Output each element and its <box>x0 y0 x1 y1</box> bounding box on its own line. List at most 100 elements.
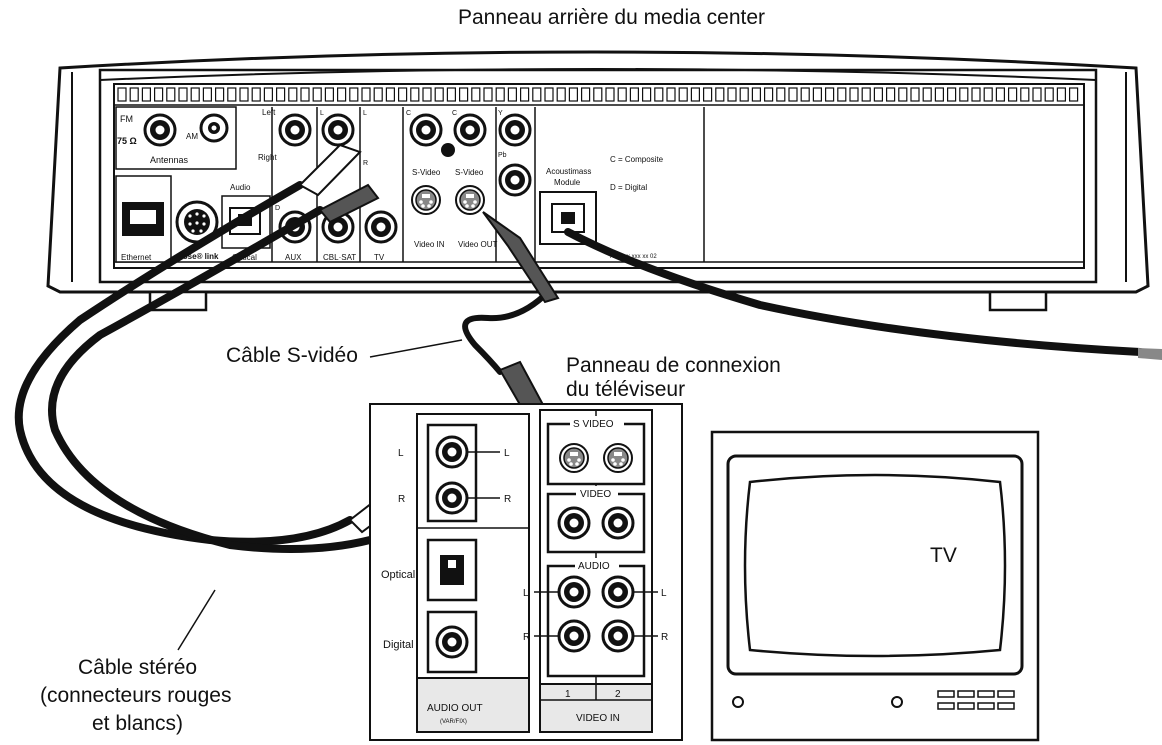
left-label: Left <box>262 108 276 117</box>
acoustimass-cable <box>564 228 1162 360</box>
tv-audio-out-r-label: R <box>504 494 511 505</box>
tv-audio-l-right: L <box>661 588 667 599</box>
vent-slot <box>251 87 261 102</box>
l-label-tv: L <box>363 110 367 117</box>
tv-button-icon <box>957 702 975 710</box>
tv-optical-label: Optical <box>381 569 415 581</box>
tv-button-icon <box>997 690 1015 698</box>
fm-ohm-label: 75 Ω <box>117 136 137 146</box>
d-label: D <box>275 205 280 212</box>
vent-slot <box>276 87 286 102</box>
vent-slot <box>1044 87 1054 102</box>
vent-slot <box>544 87 554 102</box>
tv-panel-title-line1: Panneau de connexion <box>566 354 781 377</box>
vent-slot <box>861 87 871 102</box>
tv-audio-out-right-jack <box>435 481 469 515</box>
component-y-jack <box>498 113 532 147</box>
cbl-left-jack <box>321 113 355 147</box>
vent-slot <box>593 87 603 102</box>
stereo-leader-line <box>177 589 216 651</box>
vent-slot <box>239 87 249 102</box>
vent-slot <box>946 87 957 102</box>
vent-slot <box>910 87 920 102</box>
vent-slot <box>166 87 176 102</box>
stereo-cable-label-line2: (connecteurs rouges <box>40 684 232 707</box>
vent-slot <box>849 87 859 102</box>
vent-slot <box>556 87 566 102</box>
vent-slot <box>141 87 151 102</box>
rca-plug-icon <box>298 143 362 197</box>
stereo-cable-label-line1: Câble stéréo <box>78 656 198 679</box>
vent-slot <box>605 87 615 102</box>
vent-slot <box>995 87 1006 102</box>
vent-slot <box>702 87 713 102</box>
vent-slot <box>385 87 395 102</box>
tv-label: TV <box>930 544 957 567</box>
rca-plug-icon <box>318 183 380 224</box>
tv-video-label: VIDEO <box>580 489 611 500</box>
antennas-label: Antennas <box>150 155 189 165</box>
model-code: AM 2xx xxx xx 02 <box>610 254 657 260</box>
vent-slot <box>324 87 334 102</box>
vent-slot <box>519 87 530 102</box>
column-2-label: 2 <box>615 689 621 700</box>
vent-slot <box>1020 87 1030 102</box>
vent-slot <box>154 87 164 102</box>
vent-slot <box>117 87 127 102</box>
aux-left-jack <box>278 113 312 147</box>
vent-slot <box>410 87 420 102</box>
composite-jack-1 <box>409 113 443 147</box>
svideo-jack-icon <box>559 443 589 473</box>
pb-label: Pb <box>498 152 507 159</box>
vent-slot <box>434 87 444 102</box>
bose-link-label: Bose® link <box>177 252 219 261</box>
vent-slot <box>349 87 359 102</box>
tv-button-icon <box>977 702 995 710</box>
vent-slot <box>459 87 469 102</box>
audio-out-sub-label: (VAR/FIX) <box>440 719 467 725</box>
vent-slot <box>934 87 945 102</box>
vent-slot <box>471 87 481 102</box>
vent-slot <box>446 87 456 102</box>
tv-audio-r-right: R <box>661 632 668 643</box>
tv-button-icon <box>997 702 1015 710</box>
right-label: Right <box>258 153 277 162</box>
tv-audio-label: AUDIO <box>578 561 610 572</box>
tv-audio-r-left: R <box>523 632 530 643</box>
vent-slot <box>885 87 896 102</box>
vent-slot <box>690 87 701 102</box>
vent-slot <box>263 87 273 102</box>
stereo-cable-label-line3: et blancs) <box>92 712 184 735</box>
vent-slot <box>751 87 762 102</box>
c-label-1: C <box>406 110 411 117</box>
vent-slot <box>1032 87 1042 102</box>
vent-slot <box>898 87 908 102</box>
tv-audio-in-left-jack-1 <box>557 575 591 609</box>
acoustimass-module-label: Module <box>554 178 581 187</box>
vent-slot <box>398 87 408 102</box>
vent-slot <box>312 87 322 102</box>
vent-slot <box>983 87 993 102</box>
tv-audio-out-l-label: L <box>504 448 510 459</box>
vent-slot <box>215 87 225 102</box>
tv-button-icon <box>732 696 744 708</box>
tv-button-icon <box>937 690 955 698</box>
vent-slot <box>300 87 310 102</box>
svideo-plug-icon <box>482 211 560 304</box>
vent-slot <box>129 87 139 102</box>
svideo-out-label: S-Video <box>455 168 484 177</box>
vent-slot <box>641 87 652 102</box>
vent-slot <box>715 87 725 102</box>
vent-slots <box>117 87 1079 102</box>
tv-digital-label: Digital <box>383 639 414 651</box>
c-label-2: C <box>452 110 457 117</box>
tv-input-label: TV <box>374 253 385 262</box>
aux-label: AUX <box>285 253 302 262</box>
svideo-jack-icon <box>455 185 485 215</box>
vent-slot <box>922 87 932 102</box>
svideo-jack-icon <box>603 443 633 473</box>
tv-audio-l-left: L <box>523 588 529 599</box>
plug-r-label: R <box>398 494 405 505</box>
vent-slot <box>337 87 347 102</box>
tv-button-icon <box>937 702 955 710</box>
